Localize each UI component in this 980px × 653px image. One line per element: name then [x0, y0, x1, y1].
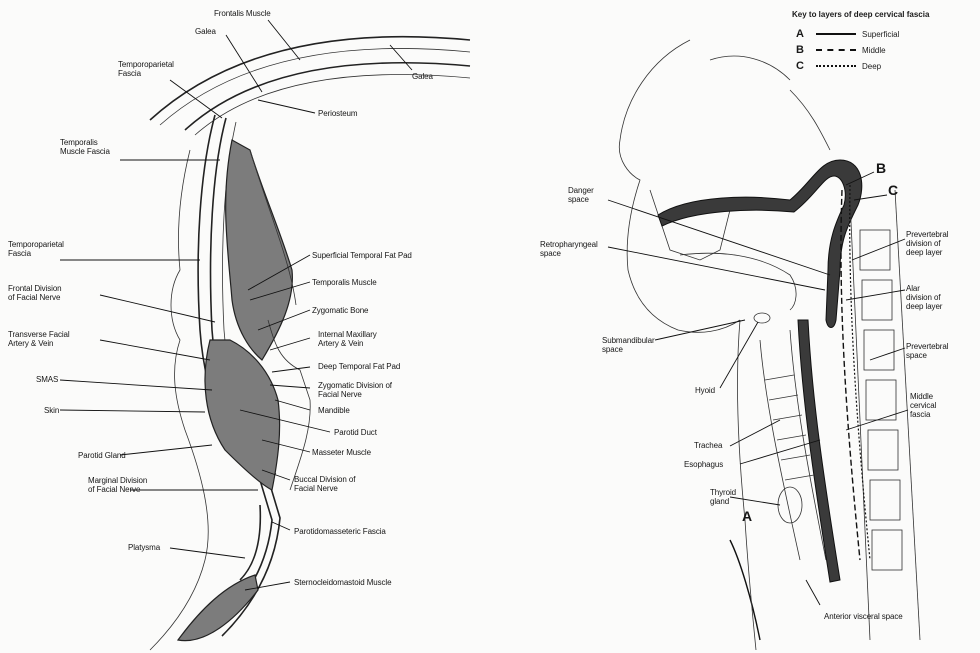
key-letter-b: B	[796, 44, 810, 56]
vertebral-bodies	[860, 230, 902, 570]
esophagus-shape	[798, 320, 840, 582]
fascia-layer-a	[730, 540, 760, 640]
label-anterior-visceral-space: Anterior visceral space	[824, 612, 903, 621]
label-frontalis-muscle: Frontalis Muscle	[214, 9, 271, 18]
label-trachea: Trachea	[694, 441, 722, 450]
hyoid-bone	[754, 313, 770, 323]
label-frontal-division: Frontal Division of Facial Nerve	[8, 284, 62, 302]
facial-layers-drawing	[0, 0, 490, 653]
platysma-line	[240, 505, 260, 580]
key-line-dotted	[816, 65, 856, 67]
label-temporalis-muscle-fascia: Temporalis Muscle Fascia	[60, 138, 110, 156]
label-superficial-temporal-fat-pad: Superficial Temporal Fat Pad	[312, 251, 412, 260]
label-internal-maxillary: Internal Maxillary Artery & Vein	[318, 330, 377, 348]
head-profile	[619, 40, 740, 332]
label-buccal-division: Buccal Division of Facial Nerve	[294, 475, 355, 493]
label-submandibular-space: Submandibular space	[602, 336, 655, 354]
key-line-solid	[816, 33, 856, 35]
neck-front-skin	[738, 320, 756, 650]
label-zygomatic-division: Zygomatic Division of Facial Nerve	[318, 381, 392, 399]
thyroid-shape	[778, 487, 802, 523]
label-alar-division: Alar division of deep layer	[906, 284, 942, 311]
label-skin: Skin	[44, 406, 59, 415]
label-galea-top: Galea	[195, 27, 216, 36]
label-temporoparietal-fascia-mid: Temporoparietal Fascia	[8, 240, 64, 258]
key-line-dashed	[816, 49, 856, 51]
label-marginal-division: Marginal Division of Facial Nerve	[88, 476, 147, 494]
fascia-layer-b	[841, 190, 860, 560]
skull-top	[710, 56, 790, 80]
label-letter-c: C	[888, 186, 898, 195]
key-label-middle: Middle	[862, 46, 886, 55]
label-temporalis-muscle: Temporalis Muscle	[312, 278, 377, 287]
label-sternocleidomastoid: Sternocleidomastoid Muscle	[294, 578, 391, 587]
key-letter-a: A	[796, 28, 810, 40]
label-danger-space: Danger space	[568, 186, 594, 204]
label-retropharyngeal-space: Retropharyngeal space	[540, 240, 598, 258]
masseter-parotid-shape	[205, 340, 280, 490]
label-esophagus: Esophagus	[684, 460, 723, 469]
label-prevertebral-space: Prevertebral space	[906, 342, 948, 360]
label-parotidomasseteric-fascia: Parotidomasseteric Fascia	[294, 527, 386, 536]
label-smas: SMAS	[36, 375, 58, 384]
label-zygomatic-bone: Zygomatic Bone	[312, 306, 368, 315]
occiput-outline	[790, 90, 830, 150]
label-masseter-muscle: Masseter Muscle	[312, 448, 371, 457]
pharynx-mucosa	[658, 160, 862, 328]
key-row-middle: B Middle	[796, 44, 886, 56]
label-transverse-facial: Transverse Facial Artery & Vein	[8, 330, 70, 348]
key-label-superficial: Superficial	[862, 30, 899, 39]
label-hyoid: Hyoid	[695, 386, 715, 395]
label-letter-b: B	[876, 164, 886, 173]
facial-layers-diagram: Frontalis Muscle Galea Galea Temporopari…	[0, 0, 490, 653]
temporalis-muscle-shape	[226, 140, 293, 360]
label-temporoparietal-fascia-top: Temporoparietal Fascia	[118, 60, 174, 78]
key-title: Key to layers of deep cervical fascia	[792, 10, 980, 19]
key-row-superficial: A Superficial	[796, 28, 899, 40]
cervical-fascia-diagram: Key to layers of deep cervical fascia A …	[490, 0, 980, 653]
label-mandible: Mandible	[318, 406, 350, 415]
label-middle-cervical-fascia: Middle cervical fascia	[910, 392, 936, 419]
label-galea-right: Galea	[412, 72, 433, 81]
label-platysma: Platysma	[128, 543, 160, 552]
key-label-deep: Deep	[862, 62, 881, 71]
label-parotid-gland: Parotid Gland	[78, 451, 126, 460]
label-thyroid-gland: Thyroid gland	[710, 488, 736, 506]
label-letter-a: A	[742, 512, 752, 521]
tongue-outline	[680, 253, 796, 310]
periosteum-curve	[195, 75, 470, 135]
label-periosteum: Periosteum	[318, 109, 357, 118]
cervical-fascia-drawing	[490, 0, 980, 653]
key-row-deep: C Deep	[796, 60, 881, 72]
key-letter-c: C	[796, 60, 810, 72]
label-prevertebral-division: Prevertebral division of deep layer	[906, 230, 948, 257]
label-deep-temporal-fat-pad: Deep Temporal Fat Pad	[318, 362, 400, 371]
label-parotid-duct: Parotid Duct	[334, 428, 377, 437]
fascia-key: Key to layers of deep cervical fascia A …	[792, 10, 980, 88]
